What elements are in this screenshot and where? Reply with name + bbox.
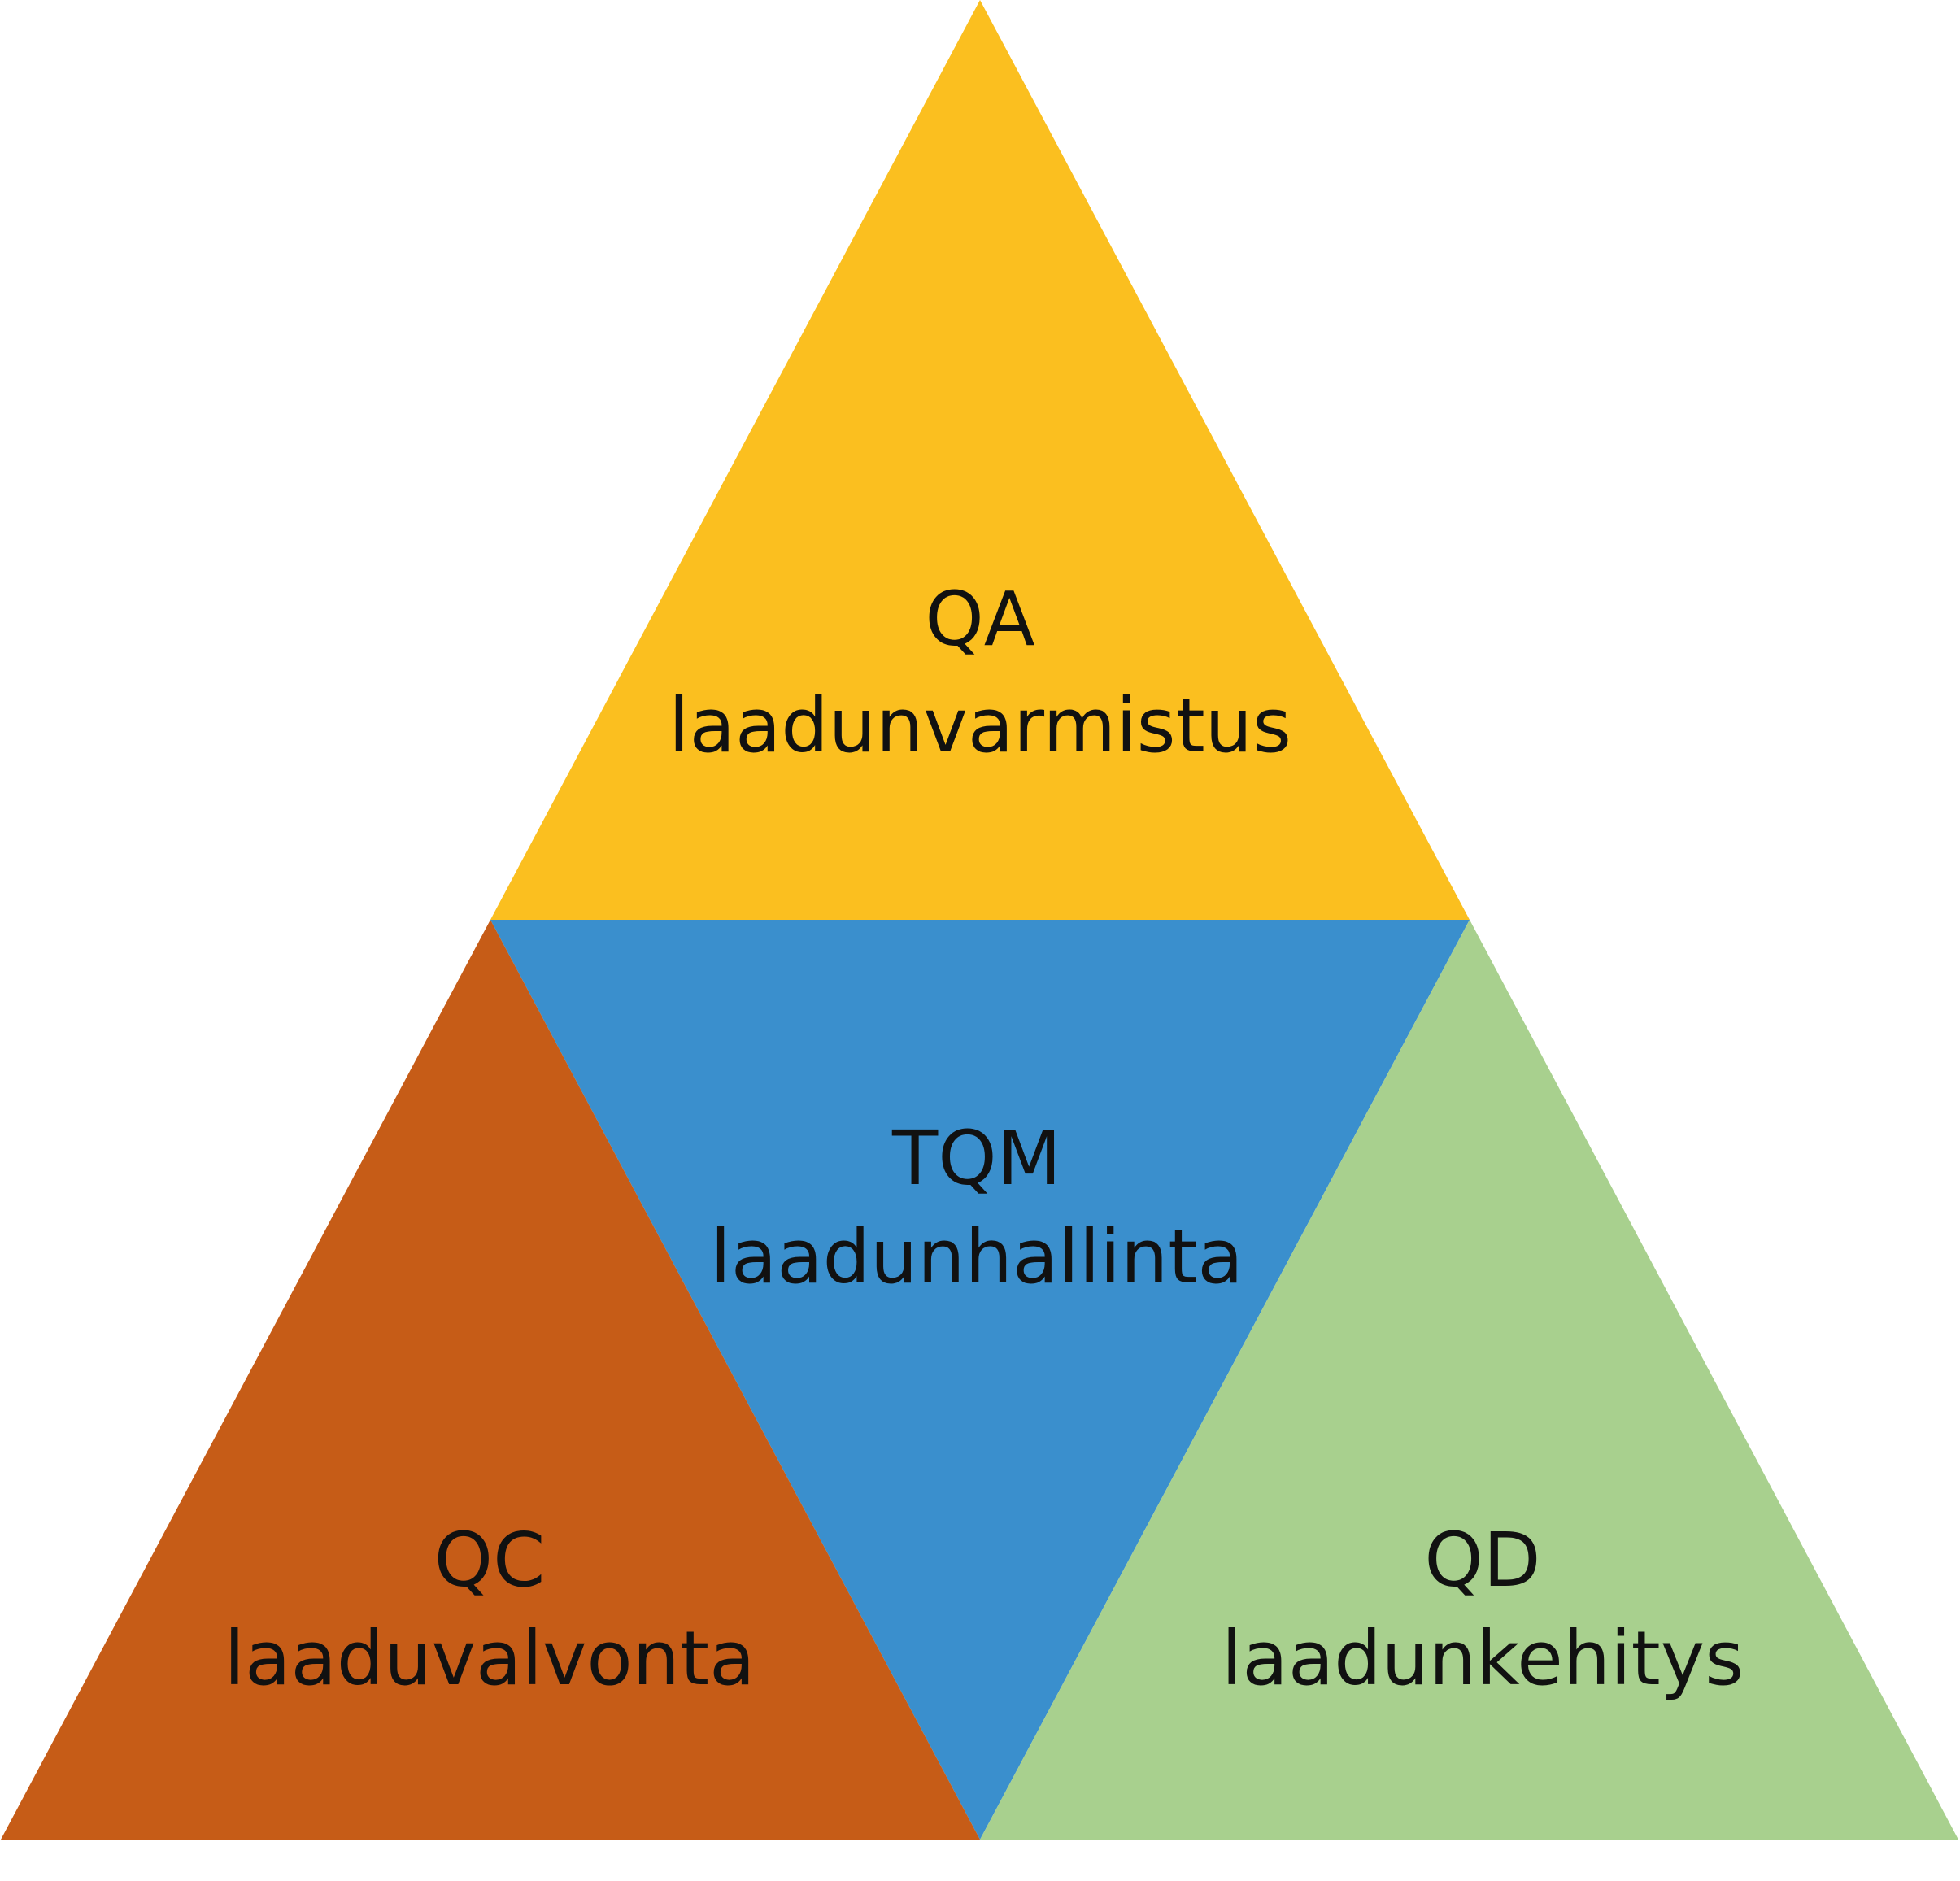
qa-abbr: QA — [925, 576, 1034, 663]
qa-triangle — [490, 0, 1470, 920]
tqm-label: laadunhallinta — [710, 1213, 1243, 1300]
qa-label: laadunvarmistus — [669, 682, 1291, 769]
qc-abbr: QC — [434, 1517, 546, 1604]
tqm-triangle — [490, 920, 1470, 1840]
qd-triangle — [980, 920, 1958, 1840]
qd-label: laadunkehitys — [1222, 1615, 1744, 1702]
qd-abbr: QD — [1424, 1517, 1540, 1604]
qc-label: laaduvalvonta — [224, 1615, 756, 1702]
tqm-abbr: TQM — [891, 1115, 1061, 1202]
qc-triangle — [1, 920, 980, 1840]
